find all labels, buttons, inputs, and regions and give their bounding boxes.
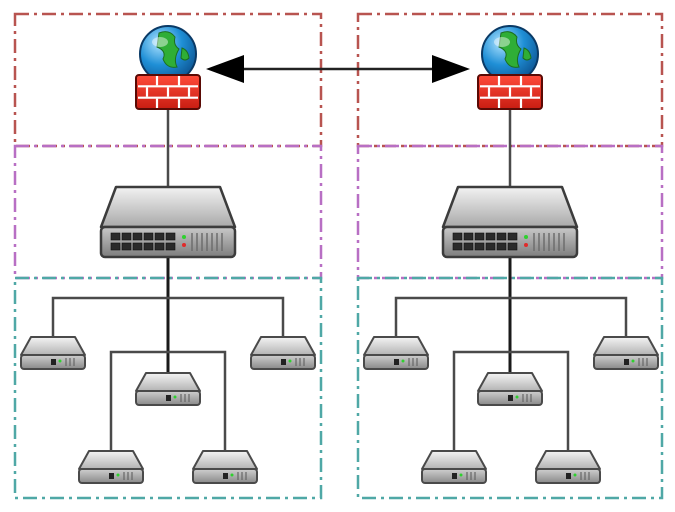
link-bus-lower-right bbox=[452, 350, 570, 455]
hub-device-icon bbox=[135, 372, 201, 406]
hub-device-icon bbox=[250, 336, 316, 370]
hub-device-icon bbox=[593, 336, 659, 370]
hub-device-icon bbox=[477, 372, 543, 406]
zone-access-right bbox=[356, 276, 664, 500]
double-arrow-icon bbox=[206, 55, 470, 83]
connections bbox=[51, 108, 628, 455]
zone-access-left bbox=[13, 276, 323, 500]
hub-device-icon bbox=[192, 450, 258, 484]
devices bbox=[20, 25, 659, 484]
hub-device-icon bbox=[78, 450, 144, 484]
firewall-globe-icon bbox=[135, 25, 201, 110]
zone-perimeter-left bbox=[13, 12, 323, 148]
link-bus-lower-left bbox=[109, 350, 227, 455]
link-bus-upper-left bbox=[51, 296, 285, 340]
hub-device-icon bbox=[421, 450, 487, 484]
network-switch-icon bbox=[441, 185, 579, 259]
network-switch-icon bbox=[99, 185, 237, 259]
hub-device-icon bbox=[20, 336, 86, 370]
link-bus-upper-right bbox=[394, 296, 628, 340]
firewall-globe-icon bbox=[477, 25, 543, 110]
hub-device-icon bbox=[535, 450, 601, 484]
zone-distribution-left bbox=[13, 144, 323, 280]
hub-device-icon bbox=[363, 336, 429, 370]
